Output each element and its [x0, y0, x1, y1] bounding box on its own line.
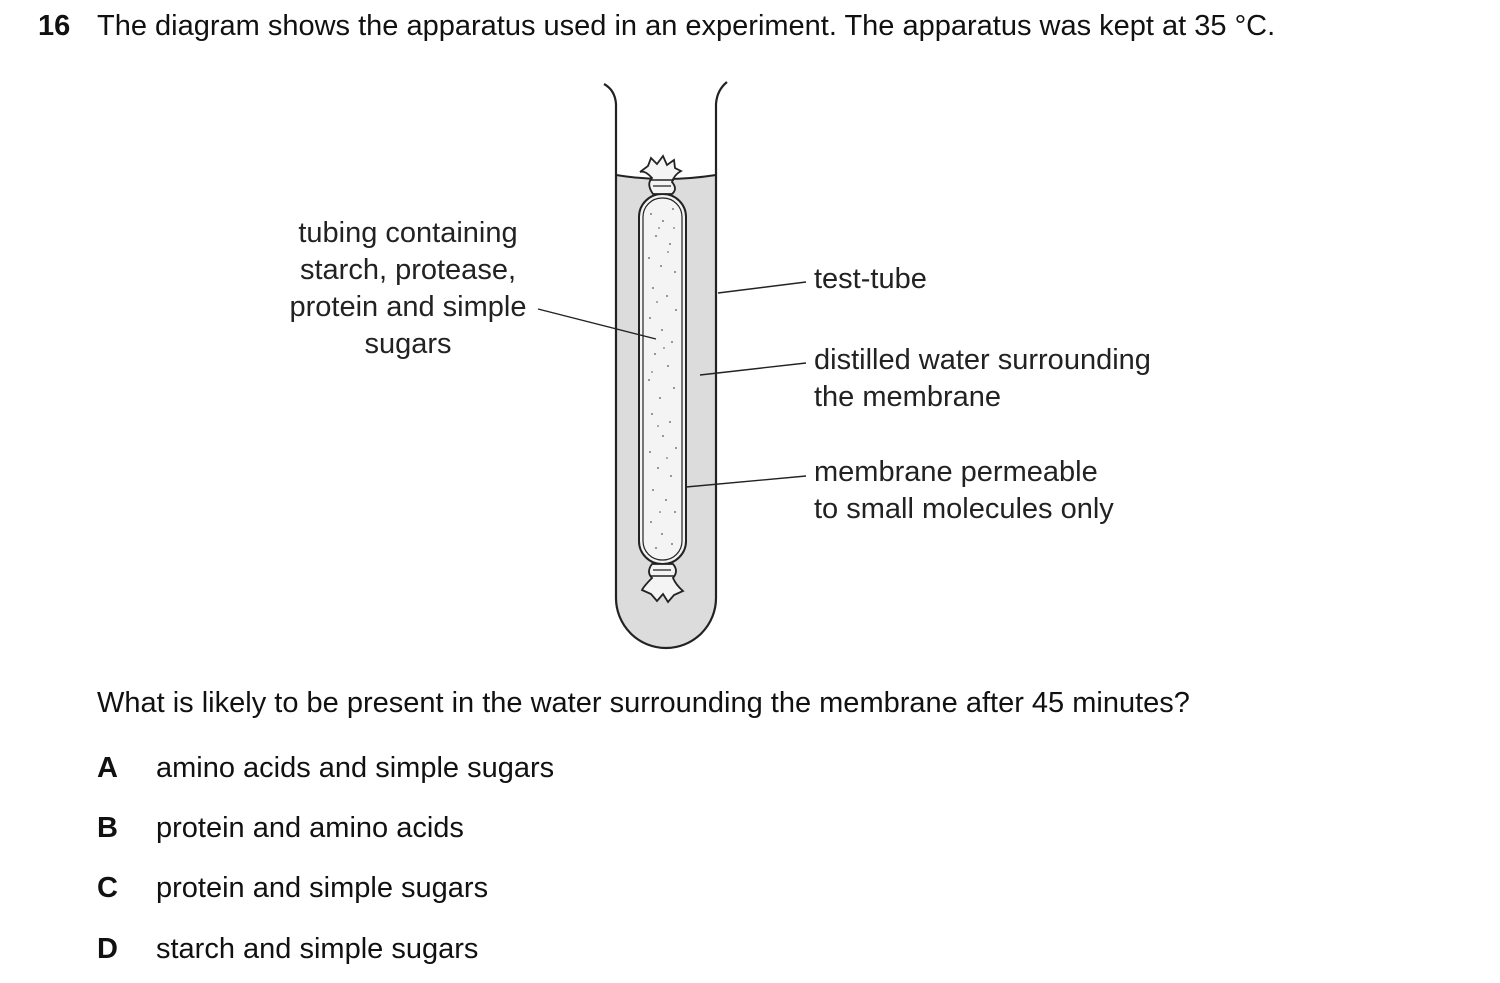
question-text: The diagram shows the apparatus used in … — [97, 10, 1276, 42]
label-tubing-line4: sugars — [364, 328, 451, 360]
leader-tubing — [537, 308, 657, 340]
option-text: amino acids and simple sugars — [156, 752, 555, 784]
label-water-line1: distilled water surrounding — [814, 344, 1151, 376]
label-water-line2: the membrane — [814, 381, 1001, 413]
option-text: protein and simple sugars — [156, 872, 489, 904]
label-membrane-line1: membrane permeable — [814, 456, 1098, 488]
option-letter: D — [97, 933, 118, 965]
option-letter: C — [97, 872, 118, 904]
membrane-tubing-inner — [642, 197, 683, 561]
leader-membrane — [685, 475, 807, 488]
label-membrane-line2: to small molecules only — [814, 493, 1114, 525]
bottom-tied-end — [640, 563, 685, 604]
label-tubing-line1: tubing containing — [298, 217, 517, 249]
question-prompt: What is likely to be present in the wate… — [97, 687, 1190, 719]
label-test-tube: test-tube — [814, 263, 927, 295]
option-letter: A — [97, 752, 118, 784]
option-letter: B — [97, 812, 118, 844]
tubing-contents-dots — [648, 208, 677, 549]
question-number: 16 — [38, 10, 71, 42]
label-tubing-line2: starch, protease, — [300, 254, 516, 286]
leader-test-tube — [717, 281, 807, 294]
membrane-tubing — [638, 193, 687, 565]
test-tube — [603, 81, 728, 650]
leader-water — [699, 362, 807, 376]
label-tubing-line3: protein and simple — [290, 291, 527, 323]
option-text: starch and simple sugars — [156, 933, 479, 965]
option-text: protein and amino acids — [156, 812, 464, 844]
